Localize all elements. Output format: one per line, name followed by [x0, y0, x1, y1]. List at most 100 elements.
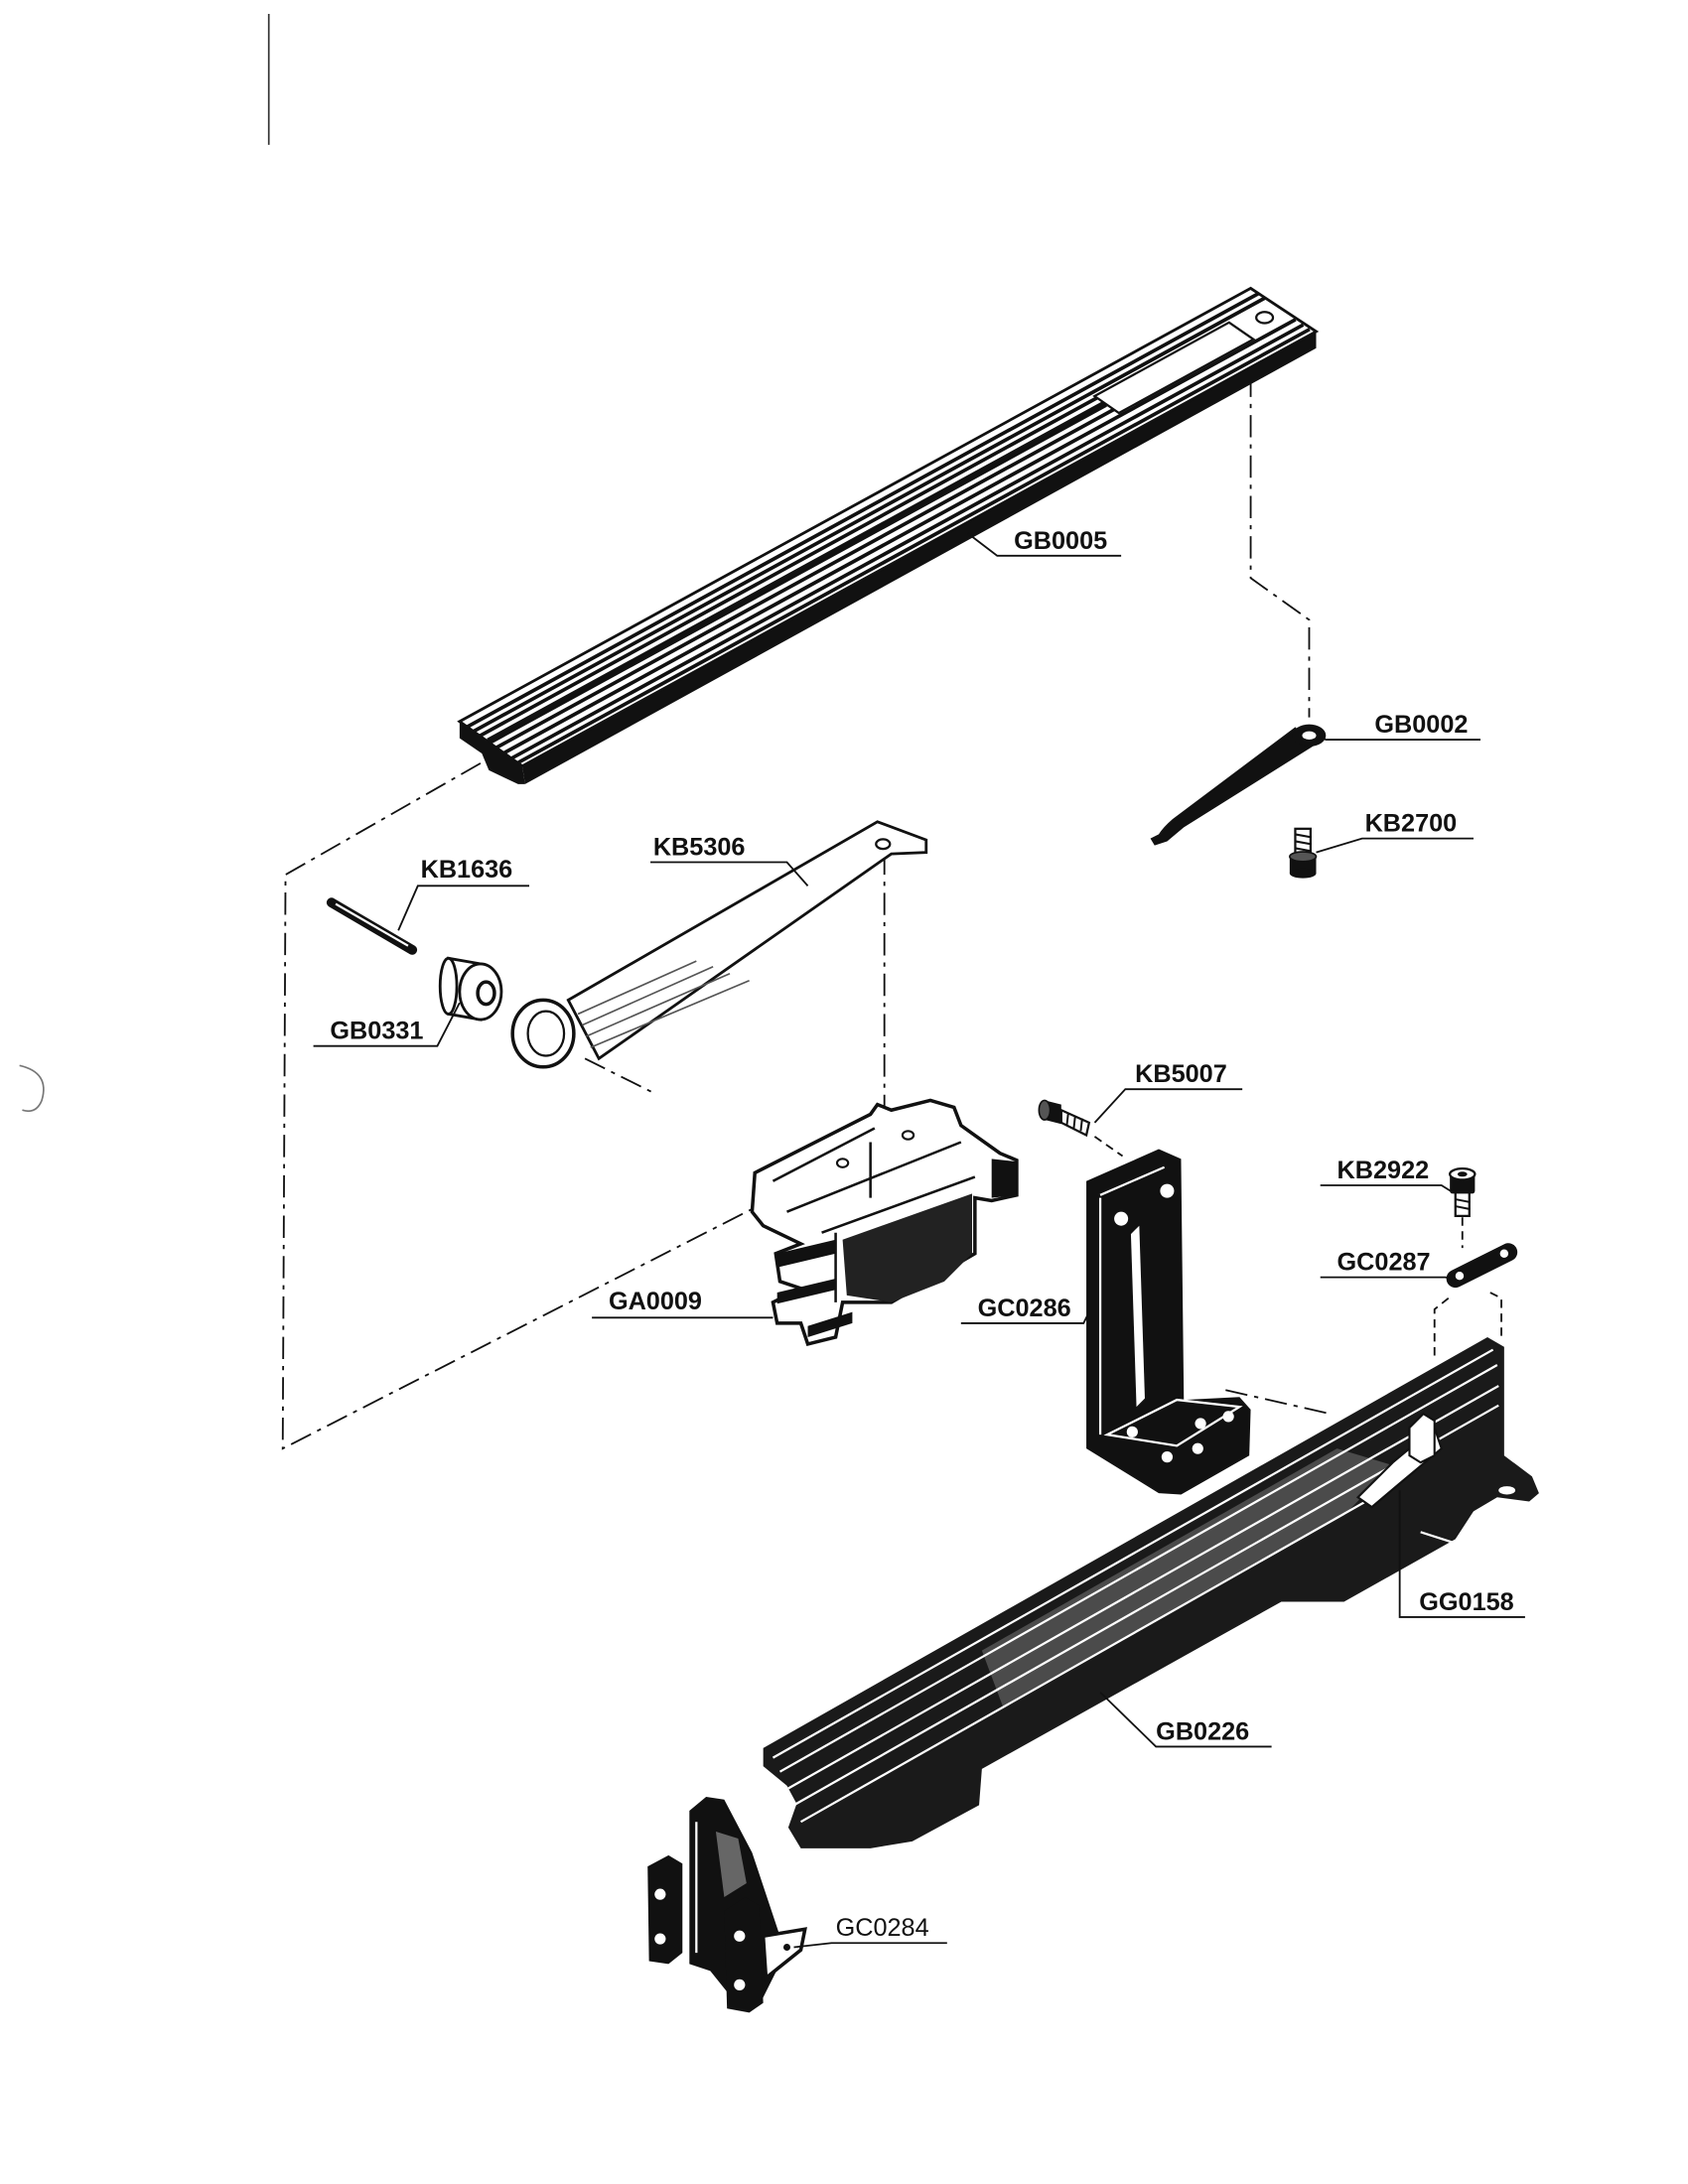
assembly-line-angle-to-rail [1225, 1389, 1331, 1415]
label-gc0286: GC0286 [960, 1295, 1090, 1324]
label-leader [1093, 1088, 1243, 1124]
rail-rib [510, 323, 1305, 760]
angle-bracket-foot [1103, 1398, 1243, 1447]
label-gg0158: GG0158 [1398, 1490, 1525, 1618]
part-ga0009-bracket-assembly [750, 1098, 1019, 1347]
label-gb0226: GB0226 [1099, 1692, 1272, 1748]
label-ga0009: GA0009 [592, 1288, 774, 1319]
spring-shading [581, 965, 714, 1026]
thread-line [1455, 1198, 1470, 1203]
rail-rib [473, 296, 1266, 734]
thread-line [1065, 1112, 1069, 1126]
label-kb5007: KB5007 [1093, 1060, 1243, 1124]
lower-rail-rib [799, 1485, 1394, 1824]
part-number-label: GB0002 [1374, 711, 1468, 739]
part-number-label: KB1636 [421, 856, 513, 884]
part-kb2700-screw [1289, 827, 1318, 879]
label-kb2922: KB2922 [1320, 1157, 1454, 1193]
angle-bracket-slot [1130, 1225, 1145, 1408]
assembly-line-rail-to-bracket [281, 762, 753, 1450]
angle-bracket-hole [1160, 1183, 1175, 1198]
lower-rail-rib [772, 1348, 1494, 1759]
angle-bracket-hole [1192, 1442, 1203, 1454]
bracket-hole [734, 1979, 746, 1990]
lower-rail-edge [1420, 1531, 1457, 1545]
bracket-hole [654, 1933, 666, 1945]
part-gb0002-lever [1150, 724, 1327, 846]
angle-bracket-edge [1099, 1165, 1166, 1196]
label-gc0284: GC0284 [793, 1914, 947, 1949]
part-kb5306-spring [510, 820, 928, 1069]
angle-bracket-hole [1114, 1211, 1129, 1226]
thread-line [1455, 1205, 1470, 1210]
assembly-lines [281, 334, 1502, 1450]
bracket-prong [807, 1311, 853, 1337]
label-gb0005: GB0005 [967, 527, 1122, 557]
label-leader [650, 861, 809, 887]
bracket-edge [821, 1175, 976, 1234]
part-gc0286-angle-bracket [1086, 1149, 1251, 1495]
bracket-prong [776, 1239, 836, 1268]
bracket-prong [776, 1279, 836, 1304]
lever-eye-hole [1302, 731, 1317, 741]
rail-mount-hole [1255, 311, 1275, 325]
part-gc0284-bracket-pair [647, 1796, 807, 2013]
spring-coil-bore [526, 1010, 566, 1057]
part-kb5007-screw [1038, 1099, 1091, 1138]
label-leader [397, 885, 530, 931]
lower-rail-cross-tab [1408, 1412, 1436, 1464]
label-gb0002: GB0002 [1320, 711, 1481, 741]
part-number-label: GB0226 [1156, 1717, 1249, 1745]
label-leader [1099, 1692, 1272, 1748]
bracket-hole [835, 1158, 850, 1168]
assembly-line-spring-axis [584, 1057, 655, 1095]
part-number-label: GC0284 [836, 1914, 929, 1942]
bracket-angle-foot [761, 1927, 807, 1981]
bracket-block [842, 1193, 973, 1302]
part-number-label: KB5007 [1135, 1060, 1227, 1088]
thread-line [1079, 1118, 1083, 1132]
spring-shading [590, 979, 750, 1048]
angle-bracket-hole [1195, 1418, 1206, 1430]
part-number-label: KB2922 [1337, 1157, 1430, 1184]
screw-thread [1454, 1190, 1471, 1217]
collar-back [438, 956, 459, 1016]
bracket-back-face [715, 1832, 747, 1897]
label-leader [1320, 736, 1481, 741]
rail-center-groove [487, 400, 1107, 746]
rail-side-face [521, 331, 1317, 784]
assembly-line-screw-to-angle [1093, 1136, 1124, 1158]
label-kb2700: KB2700 [1316, 810, 1474, 854]
bracket-foot-hole [782, 1943, 790, 1951]
thread-line [1295, 833, 1312, 839]
assembly-line-rail-to-lever [1249, 334, 1311, 718]
part-number-label: GB0005 [1014, 527, 1107, 555]
spring-end-hole [875, 838, 892, 851]
angle-bracket-hole [1126, 1426, 1138, 1437]
angle-bracket-hole [1222, 1411, 1234, 1423]
part-gc0287-plate [1446, 1243, 1518, 1289]
part-number-label: GA0009 [609, 1288, 702, 1315]
label-leader [960, 1311, 1090, 1324]
lower-rail-rib [792, 1404, 1499, 1807]
rail-end-profile [459, 721, 525, 784]
part-number-label: GC0286 [978, 1295, 1071, 1322]
angle-bracket-hole [1161, 1450, 1174, 1463]
plate-hole [1499, 1249, 1509, 1258]
part-kb2922-cap-screw [1449, 1167, 1477, 1217]
part-gb0005-upper-rail [457, 286, 1320, 784]
assembly-line-plate-right [1489, 1292, 1502, 1340]
label-leader [1316, 837, 1474, 854]
rail-rib [479, 396, 1098, 738]
label-leader [1320, 1276, 1457, 1282]
label-gc0287: GC0287 [1320, 1249, 1457, 1282]
screw-head-top [1289, 851, 1318, 863]
bracket-hole [734, 1930, 746, 1942]
label-leader [793, 1942, 947, 1949]
rail-rib [495, 407, 1115, 750]
spring-shading [577, 960, 697, 1016]
lower-rail-shading [981, 1448, 1393, 1706]
part-number-label: GG0158 [1419, 1588, 1513, 1616]
part-gb0226-lower-rail [763, 1336, 1539, 1848]
